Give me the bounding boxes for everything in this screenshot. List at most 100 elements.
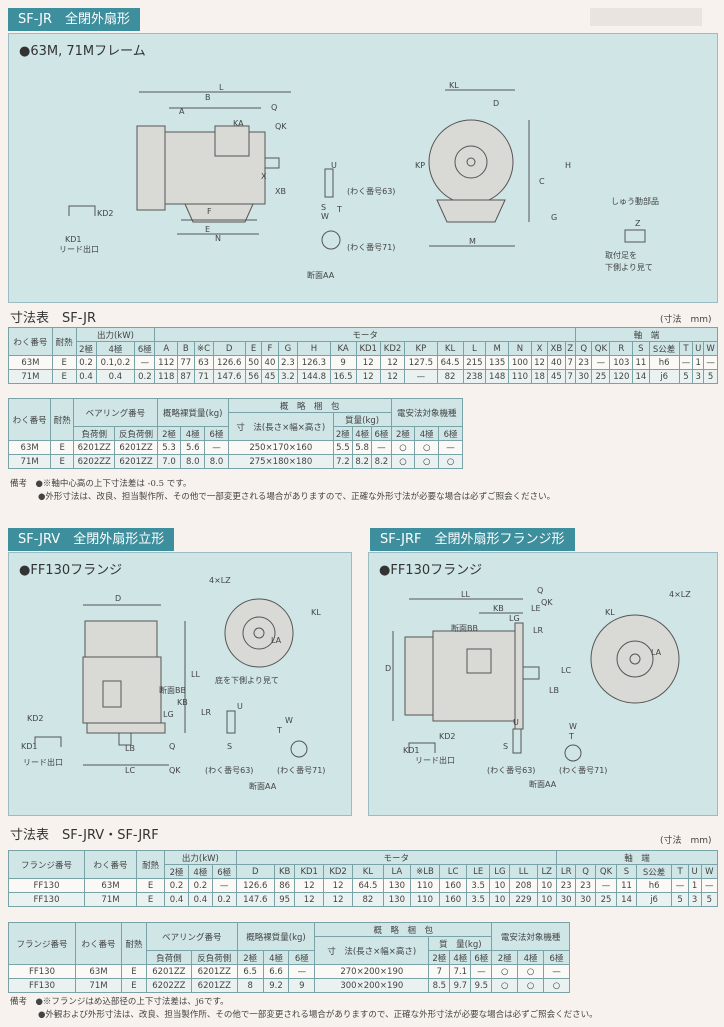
column-header: ※LB	[409, 864, 441, 879]
column-header: フランジ番号	[8, 850, 85, 879]
dimension-label: LE	[531, 604, 541, 613]
column-header: KD2	[379, 341, 406, 356]
table-cell: 6201ZZ	[73, 440, 116, 455]
column-header: H	[297, 341, 331, 356]
column-header: 質量(kg)	[332, 412, 392, 427]
table-cell: 120	[609, 369, 634, 384]
column-header: KD2	[323, 864, 354, 879]
column-header: G	[277, 341, 299, 356]
dimension-label: S	[227, 742, 232, 751]
header-row: フランジ番号わく番号耐熱ベアリング番号概略裸質量(kg)概 略 梱 包電安法対象…	[7, 922, 570, 965]
section-header-sf-jrf: SF-JRF 全閉外扇形フランジ形	[370, 528, 575, 551]
notes: 備考 ●※軸中心高の上下寸法差は -0.5 です。 ●外形寸法は、改良、担当製作…	[10, 478, 555, 504]
unit-label: (寸法 mm)	[660, 315, 712, 325]
table-cell: E	[50, 454, 75, 469]
table-cell: ○	[390, 454, 416, 469]
column-header: 耐熱	[50, 398, 75, 441]
dimension-label: Q	[271, 103, 277, 112]
dimension-label: 断面AA	[249, 781, 277, 791]
dimension-label: 底を下側より見て	[215, 675, 279, 685]
table-cell: E	[51, 355, 77, 370]
column-header: 2極	[236, 950, 264, 965]
column-header: S公差	[648, 341, 680, 356]
column-header: 耐熱	[120, 922, 147, 965]
dimension-label: リード出口	[23, 757, 63, 767]
table-cell: ○	[517, 964, 545, 979]
dimension-label: D	[385, 664, 391, 673]
dimension-label: D	[493, 99, 499, 108]
table-cell: 0.2	[164, 878, 189, 893]
lead-outlet	[408, 742, 436, 753]
dimension-label: (わく番号71)	[277, 765, 325, 775]
drawing-line	[616, 640, 654, 678]
dimension-label: LL	[461, 590, 470, 599]
table-cell: 63M	[83, 878, 138, 893]
table-cell: 45	[261, 369, 279, 384]
column-header: モータ	[235, 850, 557, 865]
notes: 備考 ●※フランジはめ込部径の上下寸法差は、j6です。 ●外観および外形寸法は、…	[10, 996, 598, 1022]
table-cell: 103	[609, 355, 634, 370]
table-cell: —	[671, 878, 689, 893]
column-header: わく番号	[7, 398, 52, 441]
dimension-drawing-sf-jrv: D4×LZKLLLLGKBLRQQKLBLCKD1KD2リード出口断面BB底を下…	[21, 576, 325, 791]
column-header: ベアリング番号	[73, 398, 158, 427]
table-cell: 9.7	[449, 978, 472, 993]
table-cell: 9.5	[470, 978, 493, 993]
table-cell: 0.4	[95, 369, 136, 384]
terminal-box	[466, 648, 492, 674]
column-header: フランジ番号	[7, 922, 77, 965]
table-cell: 110	[409, 892, 441, 907]
table-cell: 16.5	[329, 369, 357, 384]
table-cell: 3.5	[466, 878, 491, 893]
column-header: 2極	[164, 864, 189, 879]
table-cell: 118	[154, 369, 179, 384]
table-cell: 5	[700, 892, 719, 907]
table-cell: 87	[177, 369, 195, 384]
flange	[86, 722, 166, 734]
column-header: S	[632, 341, 650, 356]
dimension-label: (わく番号63)	[205, 765, 253, 775]
column-header: 6極	[288, 950, 316, 965]
column-header: 6極	[438, 426, 463, 441]
table-cell: 63M	[75, 964, 122, 979]
table-cell: 100	[508, 355, 532, 370]
dimension-label: S	[321, 203, 326, 212]
table-cell: 144.8	[297, 369, 331, 384]
table-cell: 0.2	[134, 369, 156, 384]
column-header: わく番号	[8, 327, 53, 356]
table-cell: 18	[530, 369, 549, 384]
table-cell: 8.0	[180, 454, 206, 469]
column-header: 概略裸質量(kg)	[156, 398, 229, 427]
table-cell: 50	[244, 355, 263, 370]
table-cell: 10	[536, 892, 557, 907]
table-cell: E	[136, 878, 166, 893]
column-header: 概 略 梱 包	[227, 398, 392, 413]
column-header: 2極	[491, 950, 519, 965]
table-cell: 64.5	[436, 355, 464, 370]
column-header: W	[703, 341, 718, 356]
column-header: わく番号	[75, 922, 122, 965]
table-cell: FF130	[7, 964, 77, 979]
table-cell: 71M	[7, 454, 52, 469]
dimension-label: Q	[169, 742, 175, 751]
slot-detail	[624, 229, 646, 243]
column-header: 4極	[95, 341, 136, 356]
table-cell: 12	[379, 369, 406, 384]
column-header: 4極	[351, 426, 373, 441]
column-header: LR	[555, 864, 577, 879]
table-cell: 95	[274, 892, 296, 907]
dimension-label: (わく番号71)	[559, 765, 607, 775]
shaft	[522, 666, 540, 680]
table-cell: 5.6	[180, 440, 206, 455]
table-cell: 5	[678, 369, 694, 384]
dimension-label: B	[205, 93, 211, 102]
table-cell: E	[50, 440, 75, 455]
dimension-label: G	[551, 213, 557, 222]
dimension-label: KD1	[21, 742, 38, 751]
column-header: 概略裸質量(kg)	[236, 922, 316, 951]
column-header: 反負荷側	[190, 950, 238, 965]
